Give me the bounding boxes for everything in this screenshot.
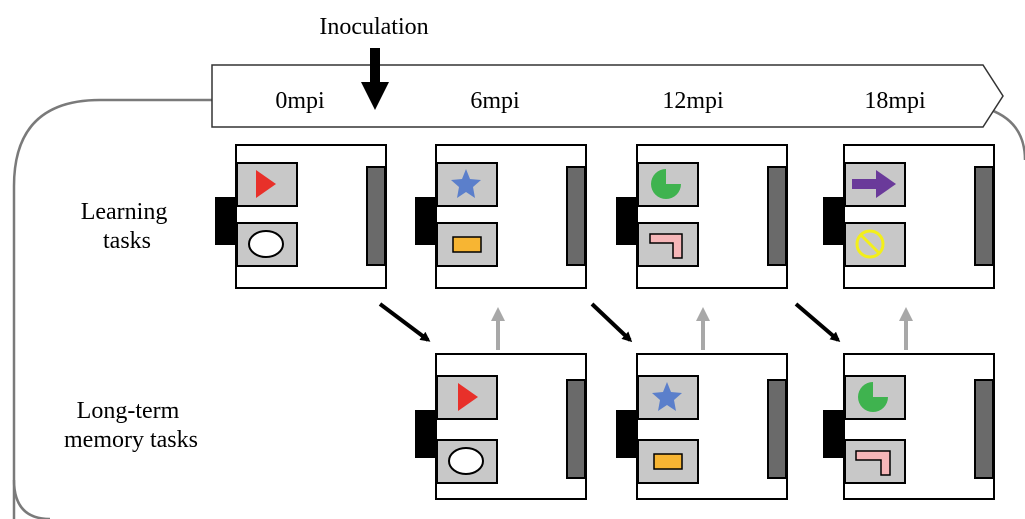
memory-row-label: Long-term memory tasks [64, 398, 198, 453]
timeline-label-12mpi: 12mpi [662, 88, 724, 114]
inoculation-arrow-icon [361, 48, 389, 110]
red-triangle-icon [256, 170, 276, 198]
white-oval-icon [248, 230, 284, 258]
purple-arrow-icon [852, 170, 896, 198]
green-pacman-icon [651, 169, 681, 199]
timeline-label-18mpi: 18mpi [864, 88, 926, 114]
timeline-arrow [211, 64, 1004, 128]
learning-task-box-12mpi [616, 144, 788, 289]
memory-task-box-12mpi [616, 353, 788, 500]
learning-row-label: Learning tasks [81, 199, 174, 254]
memory-label-line1: Long-term [77, 398, 180, 424]
outer-frame [12, 98, 212, 519]
green-pacman-icon [858, 382, 888, 412]
transfer-arrow-6-to-12 [590, 302, 633, 343]
pink-l-shape-icon [855, 450, 891, 476]
transfer-arrow-0-to-6 [378, 302, 431, 342]
blue-star-icon [652, 382, 682, 411]
orange-rectangle-icon [452, 236, 482, 253]
outer-frame-bottom [12, 479, 51, 519]
timeline-label-0mpi: 0mpi [275, 88, 325, 114]
orange-rectangle-icon [653, 453, 683, 470]
blue-star-icon [451, 169, 481, 198]
memory-task-box-6mpi [415, 353, 587, 500]
learning-label-line2: tasks [103, 228, 151, 254]
learning-task-box-6mpi [415, 144, 587, 289]
inoculation-label: Inoculation [319, 14, 428, 40]
red-triangle-icon [458, 383, 478, 411]
yellow-no-symbol-icon [855, 229, 885, 259]
transfer-arrow-12-to-18 [794, 302, 841, 342]
learning-label-line1: Learning [81, 199, 168, 225]
learning-task-box-18mpi [823, 144, 995, 289]
memory-task-box-18mpi [823, 353, 995, 500]
memory-label-line2: memory tasks [64, 427, 198, 453]
learning-task-box-0mpi [215, 144, 387, 289]
pink-l-shape-icon [649, 233, 683, 259]
white-oval-icon [448, 447, 484, 475]
timeline-label-6mpi: 6mpi [470, 88, 520, 114]
